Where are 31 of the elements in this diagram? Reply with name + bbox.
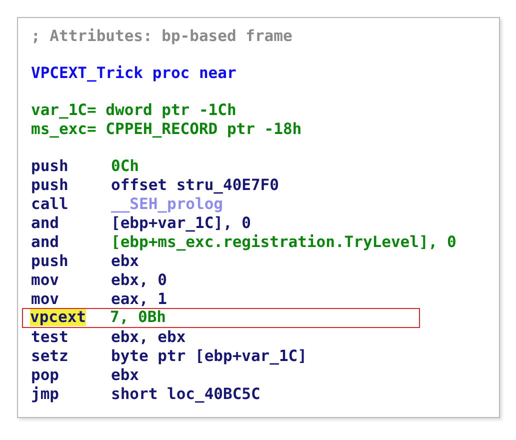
instruction-operand: [ebp+var_1C], 0 (111, 214, 251, 233)
instruction-mnemonic: mov (31, 290, 59, 309)
instruction-operand: eax, 1 (111, 290, 167, 309)
instruction-mnemonic: call (31, 195, 68, 214)
instruction-operand: ebx, 0 (111, 271, 167, 290)
instruction-operand: short loc_40BC5C (111, 385, 260, 404)
instruction-mnemonic: pop (31, 366, 59, 385)
highlight-box (22, 308, 420, 328)
instruction-operand: byte ptr [ebp+var_1C] (111, 347, 307, 366)
variable-declaration: var_1C= dword ptr -1Ch (31, 101, 236, 120)
instruction-operand: 0Ch (111, 157, 139, 176)
instruction-mnemonic: mov (31, 271, 59, 290)
instruction-mnemonic: jmp (31, 385, 59, 404)
comment-text: ; Attributes: bp-based frame (31, 27, 292, 46)
instruction-mnemonic: and (31, 233, 59, 252)
variable-declaration: ms_exc= CPPEH_RECORD ptr -18h (31, 120, 302, 139)
procedure-header: VPCEXT_Trick proc near (31, 64, 236, 83)
instruction-mnemonic: setz (31, 347, 68, 366)
instruction-operand: offset stru_40E7F0 (111, 176, 279, 195)
highlighted-mnemonic: vpcext (30, 309, 86, 326)
instruction-operand: 7, 0Bh (110, 309, 166, 326)
instruction-operand: ebx (111, 252, 139, 271)
instruction-mnemonic: push (31, 157, 68, 176)
instruction-operand: ebx (111, 366, 139, 385)
instruction-operand: [ebp+ms_exc.registration.TryLevel], 0 (111, 233, 456, 252)
instruction-mnemonic: test (31, 328, 68, 347)
instruction-mnemonic: push (31, 176, 68, 195)
instruction-operand: __SEH_prolog (111, 195, 223, 214)
instruction-mnemonic: push (31, 252, 68, 271)
instruction-mnemonic: and (31, 214, 59, 233)
instruction-operand: ebx, ebx (111, 328, 186, 347)
